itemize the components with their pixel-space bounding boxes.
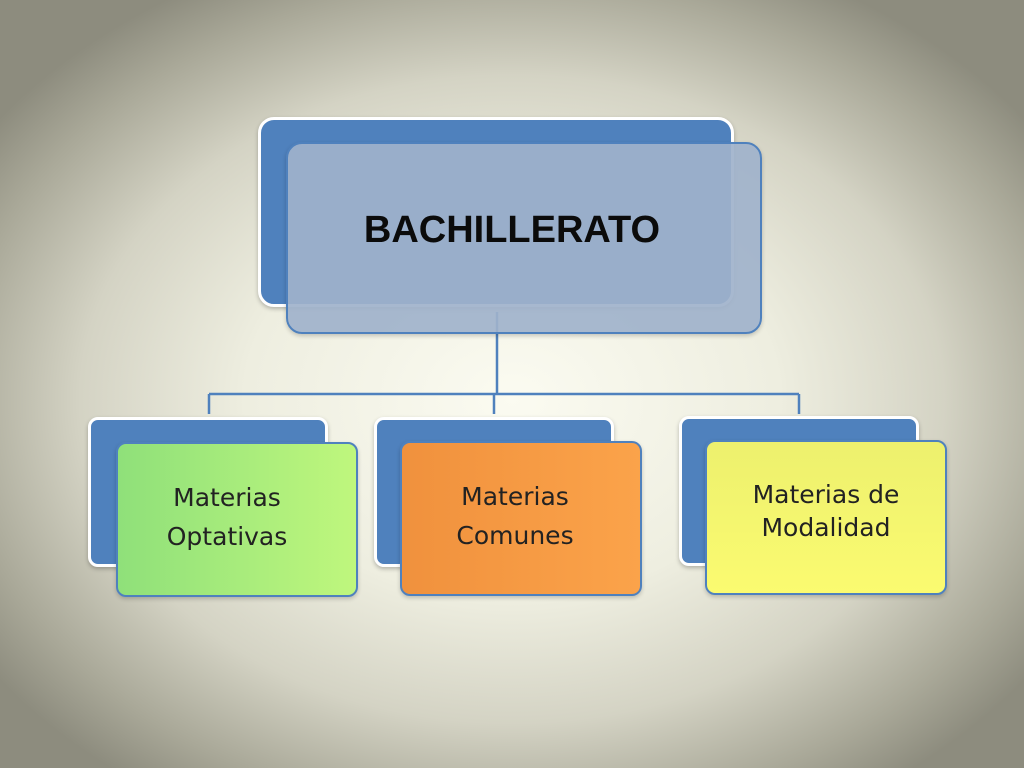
- modalidad-node-label: Materias de Modalidad: [752, 480, 900, 542]
- comunes-node-label: Materias Comunes: [456, 481, 574, 550]
- modalidad-node[interactable]: Materias de Modalidad: [705, 440, 947, 595]
- optativas-node-label: Materias Optativas: [166, 482, 288, 551]
- optativas-node[interactable]: Materias Optativas: [116, 442, 358, 597]
- root-node-label: BACHILLERATO: [363, 208, 661, 251]
- root-node[interactable]: BACHILLERATO: [286, 142, 762, 334]
- comunes-node[interactable]: Materias Comunes: [400, 441, 642, 596]
